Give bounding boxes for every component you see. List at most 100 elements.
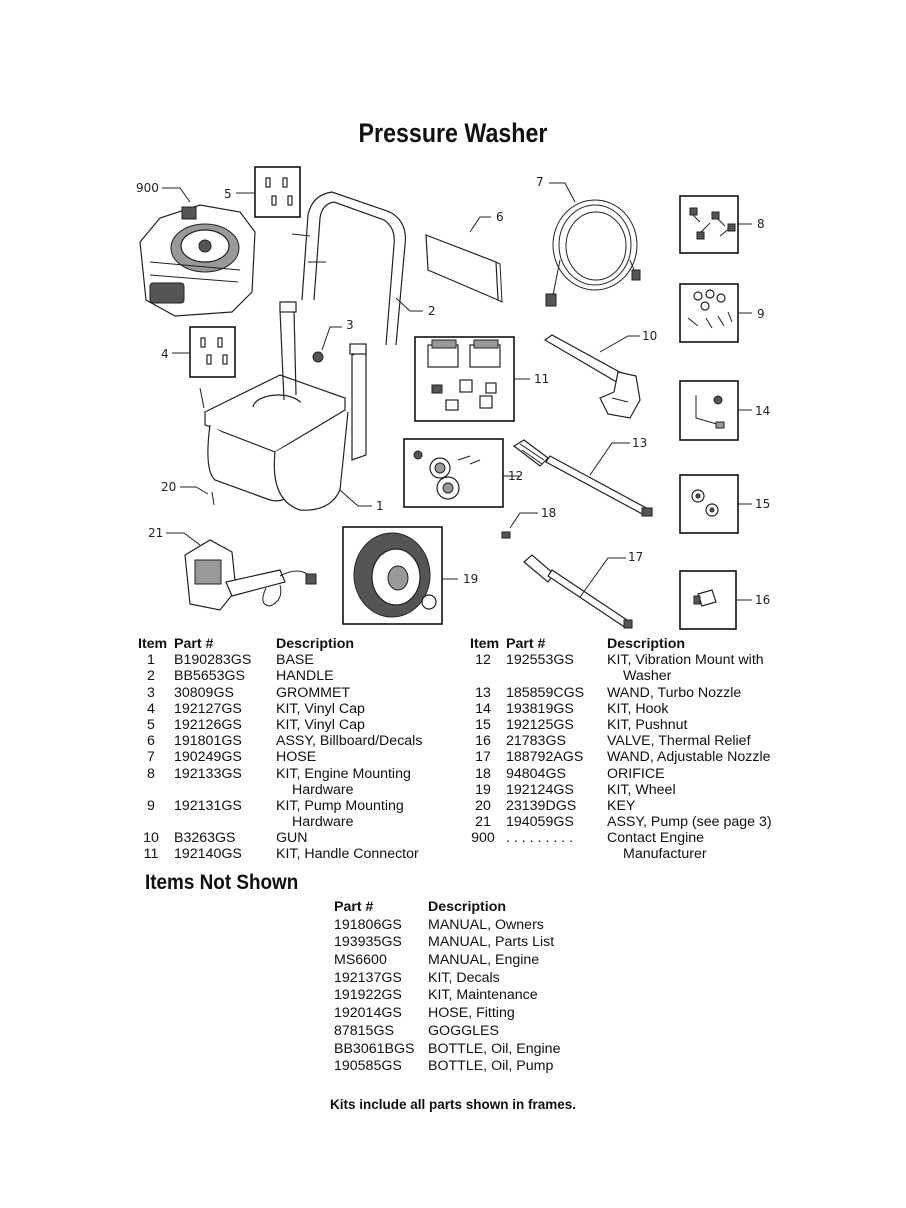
part-number: 192131GS bbox=[174, 797, 242, 814]
callout-12: 12 bbox=[508, 469, 523, 483]
part-description: KIT, Vinyl Cap bbox=[276, 716, 365, 733]
item-number: 3 bbox=[147, 684, 155, 701]
part-number: 21783GS bbox=[506, 733, 566, 750]
callout-6: 6 bbox=[496, 210, 504, 224]
part-number: BB5653GS bbox=[174, 668, 245, 685]
frame-item-14 bbox=[679, 380, 739, 441]
callout-10: 10 bbox=[642, 329, 657, 343]
part-number: 185859CGS bbox=[506, 684, 585, 701]
callout-7: 7 bbox=[536, 175, 544, 189]
callout-2: 2 bbox=[428, 304, 436, 318]
frame-item-9 bbox=[679, 283, 739, 343]
callout-numbers: 900 5 7 6 8 2 3 9 4 10 11 14 13 20 1 12 … bbox=[136, 175, 770, 607]
part-description: Washer bbox=[623, 668, 672, 685]
hose-illustration bbox=[545, 199, 641, 307]
part-number: 193819GS bbox=[506, 700, 574, 717]
header-item: Item bbox=[138, 636, 168, 652]
part-description: GROMMET bbox=[276, 684, 351, 701]
part-description: KEY bbox=[607, 797, 636, 814]
callout-1: 1 bbox=[376, 499, 384, 513]
item-number: 4 bbox=[147, 700, 155, 717]
callout-16: 16 bbox=[755, 593, 770, 607]
part-number: 192127GS bbox=[174, 700, 242, 717]
part-number: 192140GS bbox=[174, 846, 242, 863]
item-number: 13 bbox=[475, 684, 491, 701]
frame-item-8 bbox=[679, 195, 739, 254]
part-description: Hardware bbox=[292, 814, 354, 831]
frame-item-12 bbox=[403, 438, 504, 508]
item-number: 7 bbox=[147, 749, 155, 766]
pump-illustration bbox=[184, 539, 317, 611]
item-number: 18 bbox=[475, 765, 491, 782]
callout-8: 8 bbox=[757, 217, 765, 231]
part-description: WAND, Turbo Nozzle bbox=[607, 684, 742, 701]
callout-11: 11 bbox=[534, 372, 549, 386]
part-number: 193935GS bbox=[334, 934, 402, 951]
table-row: 13 185859CGS WAND, Turbo Nozzle bbox=[470, 685, 790, 701]
item-number: 10 bbox=[143, 830, 159, 847]
item-number: 11 bbox=[143, 846, 159, 863]
header-description: Description bbox=[428, 899, 507, 915]
table-row: Hardware bbox=[138, 782, 458, 798]
item-number: 900 bbox=[471, 830, 495, 847]
gun-illustration bbox=[543, 334, 641, 419]
part-description: KIT, Pushnut bbox=[607, 716, 688, 733]
part-number: 192014GS bbox=[334, 1005, 402, 1022]
part-number: B3263GS bbox=[174, 830, 236, 847]
callout-9: 9 bbox=[757, 307, 765, 321]
part-description: HOSE, Fitting bbox=[428, 1005, 515, 1022]
part-number: 30809GS bbox=[174, 684, 234, 701]
table-row: 6 191801GS ASSY, Billboard/Decals bbox=[138, 733, 458, 749]
callout-19: 19 bbox=[463, 572, 478, 586]
item-number: 6 bbox=[147, 733, 155, 750]
callout-leader-lines bbox=[162, 182, 752, 601]
part-description: ASSY, Billboard/Decals bbox=[276, 733, 423, 750]
part-description: GUN bbox=[276, 830, 308, 847]
part-description: MANUAL, Owners bbox=[428, 916, 544, 933]
item-number: 17 bbox=[475, 749, 491, 766]
part-number: 188792AGS bbox=[506, 749, 584, 766]
part-number: 192124GS bbox=[506, 781, 574, 798]
table-row: Manufacturer bbox=[470, 846, 790, 862]
parts-table-header: Item Part # Description bbox=[470, 636, 790, 652]
part-description: KIT, Vibration Mount with bbox=[607, 652, 764, 669]
callout-18: 18 bbox=[541, 506, 556, 520]
grommet-illustration bbox=[312, 351, 324, 363]
engine-illustration bbox=[139, 204, 256, 317]
part-description: BOTTLE, Oil, Pump bbox=[428, 1058, 554, 1075]
part-number: 191801GS bbox=[174, 733, 242, 750]
part-number: 192137GS bbox=[334, 969, 402, 986]
part-number: 192553GS bbox=[506, 652, 574, 669]
item-number: 5 bbox=[147, 716, 155, 733]
item-number: 19 bbox=[475, 781, 491, 798]
part-description: BOTTLE, Oil, Engine bbox=[428, 1040, 561, 1057]
part-number: 191806GS bbox=[334, 916, 402, 933]
part-number: 190585GS bbox=[334, 1058, 402, 1075]
part-description: HANDLE bbox=[276, 668, 334, 685]
table-row: 3 30809GS GROMMET bbox=[138, 685, 458, 701]
part-description: KIT, Engine Mounting bbox=[276, 765, 411, 782]
part-description: Contact Engine bbox=[607, 830, 705, 847]
callout-20: 20 bbox=[161, 480, 176, 494]
callout-21: 21 bbox=[148, 526, 163, 540]
adjustable-wand-illustration bbox=[523, 554, 633, 629]
callout-17: 17 bbox=[628, 550, 643, 564]
